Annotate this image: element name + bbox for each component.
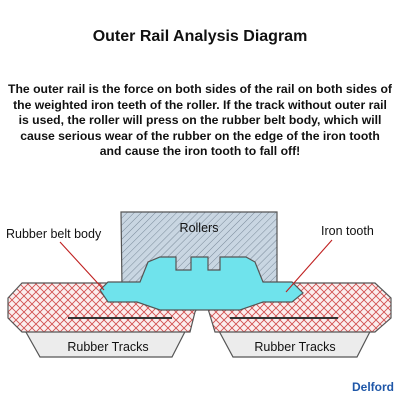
diagram-title: Outer Rail Analysis Diagram: [92, 28, 308, 45]
label-rollers: Rollers: [180, 221, 219, 235]
pointer-iron-tooth: [285, 239, 333, 293]
brand-logo-text: Delford: [352, 380, 394, 394]
label-rubber-tracks-left: Rubber Tracks: [67, 340, 148, 354]
label-iron-tooth: Iron tooth: [321, 224, 374, 238]
diagram-description: The outer rail is the force on both side…: [8, 82, 392, 158]
label-rubber-belt-body: Rubber belt body: [6, 227, 102, 241]
pointer-rubber-belt: [59, 241, 105, 291]
label-rubber-tracks-right: Rubber Tracks: [254, 340, 335, 354]
iron-tooth-shape: [99, 256, 304, 311]
